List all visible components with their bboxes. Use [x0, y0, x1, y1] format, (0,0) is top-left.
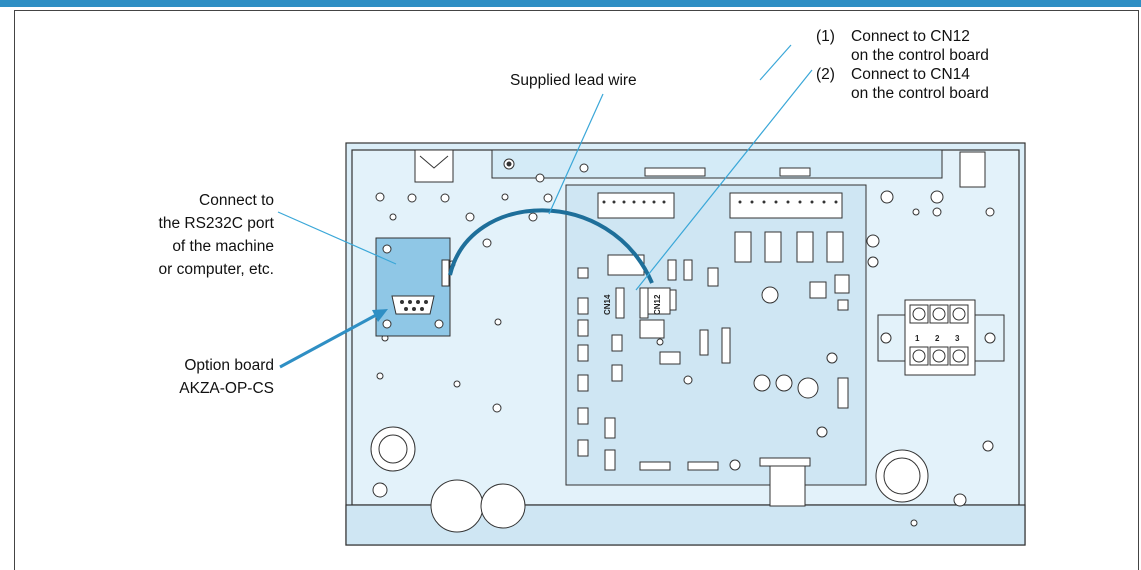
callout-2-number: (2) — [816, 65, 835, 84]
cn14-marking: CN14 — [603, 294, 612, 315]
cn12-marking: CN12 — [653, 294, 662, 315]
connect-label-line3: of the machine — [172, 237, 274, 256]
terminal-3-marking: 3 — [955, 334, 960, 343]
callout-2-line1: Connect to CN14 — [851, 65, 970, 84]
terminal-2-marking: 2 — [935, 334, 940, 343]
callout-2-line2: on the control board — [851, 84, 989, 103]
callout-1-number: (1) — [816, 27, 835, 46]
connect-label-line4: or computer, etc. — [159, 260, 274, 279]
terminal-1-marking: 1 — [915, 334, 920, 343]
bracket — [415, 150, 453, 182]
connect-label-line1: Connect to — [199, 191, 274, 210]
connect-label-line2: the RS232C port — [159, 214, 274, 233]
option-board-label-line1: Option board — [184, 356, 274, 375]
callout-1-line1: Connect to CN12 — [851, 27, 970, 46]
callout-1-line2: on the control board — [851, 46, 989, 65]
option-board-label-line2: AKZA-OP-CS — [179, 379, 274, 398]
option-board — [376, 238, 450, 336]
lead-wire-label: Supplied lead wire — [510, 71, 637, 90]
